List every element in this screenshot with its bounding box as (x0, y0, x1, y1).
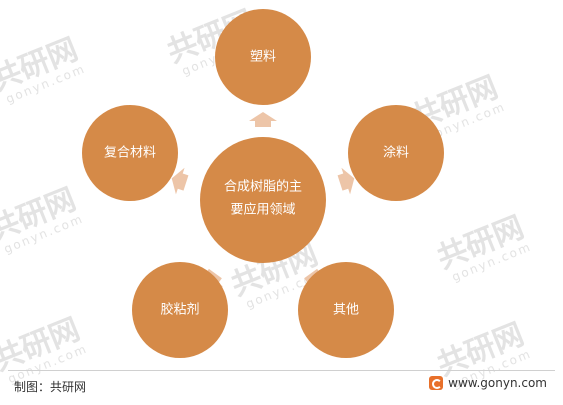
center-node: 合成树脂的主 要应用领域 (200, 137, 326, 263)
node-label-bottom-right: 其他 (333, 303, 359, 318)
gonyn-logo-icon (429, 376, 444, 390)
node-label-right: 涂料 (383, 145, 409, 161)
arrow-to-left (171, 167, 189, 195)
arrow-to-top (249, 112, 277, 127)
node-left: 复合材料 (82, 105, 178, 201)
source-label: 制图：共研网 (14, 380, 87, 394)
node-label-bottom-left: 胶粘剂 (160, 302, 199, 318)
website-credit: www.gonyn.com (429, 376, 547, 390)
node-label-top: 塑料 (250, 50, 276, 65)
application-diagram: 合成树脂的主 要应用领域 塑料 涂料 其他 胶粘剂 复合材料 (82, 9, 444, 358)
node-bottom-right: 其他 (298, 262, 394, 358)
node-top: 塑料 (215, 9, 311, 105)
center-label-line1: 合成树脂的主 (224, 179, 302, 195)
website-url: www.gonyn.com (448, 376, 547, 390)
node-right: 涂料 (348, 105, 444, 201)
footer-divider (8, 370, 555, 371)
center-label-line2: 要应用领域 (230, 202, 295, 218)
node-label-left: 复合材料 (104, 146, 156, 161)
node-bottom-left: 胶粘剂 (132, 262, 228, 358)
arrow-to-right (337, 167, 355, 195)
